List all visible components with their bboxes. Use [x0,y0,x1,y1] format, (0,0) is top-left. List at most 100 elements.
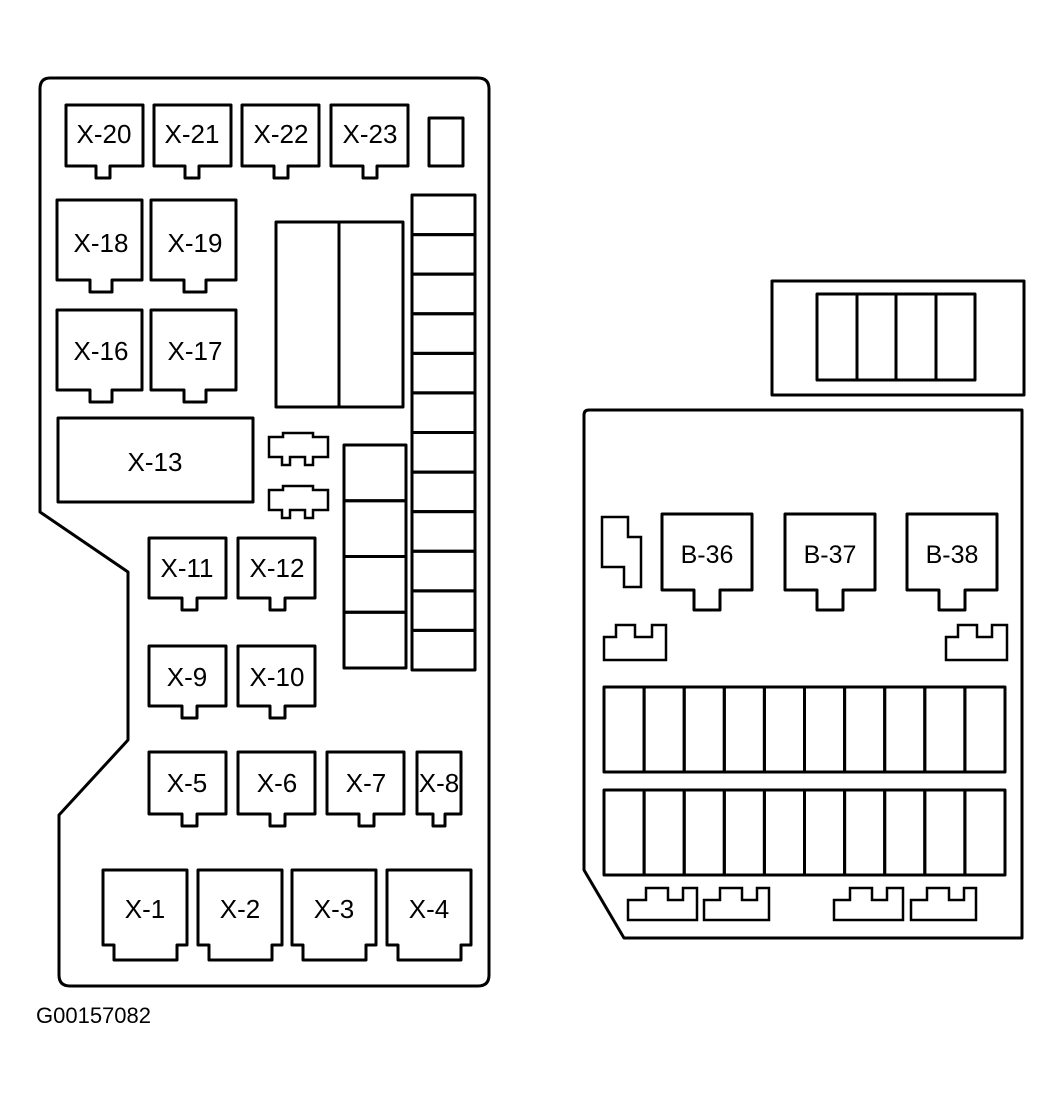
fuse-slot [923,685,967,774]
fuse-slot [410,431,477,474]
relay-x-7: X-7 [325,750,406,828]
relay-label: X-23 [343,119,398,149]
relay-label: X-9 [167,662,207,692]
relay-x-8: X-8 [415,750,463,828]
clip-connector [909,886,978,922]
relay-x-9: X-9 [147,644,228,720]
relay-x-4: X-4 [385,868,473,962]
relay-x-20: X-20 [64,103,145,180]
relay-x-5: X-5 [147,750,228,828]
relay-b-37: B-37 [783,512,877,612]
fuse-slot [602,685,646,774]
relay-label: X-18 [74,228,129,258]
small-fuse-slot [427,116,465,168]
relay-label: X-10 [250,662,305,692]
figure-id: G00157082 [36,1003,151,1028]
fuse-slot [843,788,887,877]
fuse-row-lower [602,788,1007,877]
relay-x-2: X-2 [196,868,284,962]
relay-x-23: X-23 [329,103,410,180]
fuse-slot [722,685,766,774]
fuse-slot [342,499,408,558]
relay-label: X-4 [409,894,449,924]
fuse-slot [762,788,807,877]
fuse-slot [410,272,477,316]
relay-x-3: X-3 [290,868,378,962]
fuse-column-right [410,193,477,672]
fuse-slot [410,233,477,276]
relay-label: X-22 [254,119,309,149]
relay-x-18: X-18 [55,198,144,294]
fuse-slot [410,193,477,237]
fuse-slot [410,589,477,632]
clip-connector [267,431,330,467]
fuse-slot [602,788,646,877]
fuse-row-upper [602,685,1007,774]
relay-b-38: B-38 [905,512,999,612]
relay-label: X-6 [257,768,297,798]
relay-label: X-12 [250,553,305,583]
clip-connector [626,886,699,922]
fuse-slot [410,549,477,593]
relay-label: X-8 [419,768,459,798]
relay-x-13: X-13 [56,416,255,504]
relay-label: B-38 [926,541,979,569]
relay-x-10: X-10 [236,644,317,720]
fuse-slot [803,788,847,877]
left-box-outline [38,76,491,988]
relay-b-36: B-36 [660,512,754,612]
relay-label: X-11 [161,553,214,583]
relay-x-1: X-1 [101,868,189,962]
relay-label: X-13 [128,447,183,477]
relay-label: X-16 [74,336,129,366]
fuse-slot [762,685,807,774]
relay-label: X-19 [168,228,223,258]
relay-label: X-2 [220,894,260,924]
relay-x-19: X-19 [149,198,238,294]
clip-connector [602,623,668,662]
relay-x-11: X-11 [147,536,228,612]
fuse-slot [722,788,766,877]
fuse-slot [642,788,686,877]
fuse-slot [410,391,477,434]
fuse-slot [963,788,1007,877]
fuse-slot [410,628,477,672]
fuse-slot [410,510,477,553]
fuse-slot [342,443,408,503]
relay-x-21: X-21 [152,103,233,180]
fuse-slot [642,685,686,774]
relay-label: X-20 [77,119,132,149]
fuse-slot [923,788,967,877]
fuse-slot [410,470,477,514]
relay-x-6: X-6 [236,750,317,828]
clip-connector [600,515,643,589]
relay-label: X-17 [168,336,223,366]
right-fuse-box: B-36 B-37 B-38 [582,279,1026,940]
fuse-slot [342,610,408,670]
fuse-slot [883,788,927,877]
relay-label: X-5 [167,768,207,798]
relay-x-12: X-12 [236,536,317,612]
relay-label: B-36 [681,541,734,569]
relay-label: X-21 [165,119,220,149]
fuse-slot [342,555,408,614]
relay-x-22: X-22 [240,103,321,180]
fuse-slot [410,351,477,395]
right-box-outline [582,408,1024,940]
relay-x-16: X-16 [55,308,144,404]
clip-connector [944,623,1009,662]
fuse-slot [803,685,847,774]
fuse-slot [883,685,927,774]
fuse-slot [843,685,887,774]
clip-connector [702,886,771,922]
relay-x-17: X-17 [149,308,238,404]
fuse-column-middle [342,443,408,670]
relay-label: X-3 [314,894,354,924]
relay-label: B-37 [804,541,857,569]
clip-connector [832,886,905,922]
fuse-slot [682,788,726,877]
relay-label: X-1 [125,894,165,924]
relay-label: X-7 [346,768,386,798]
aux-fuse-block [770,279,1026,397]
